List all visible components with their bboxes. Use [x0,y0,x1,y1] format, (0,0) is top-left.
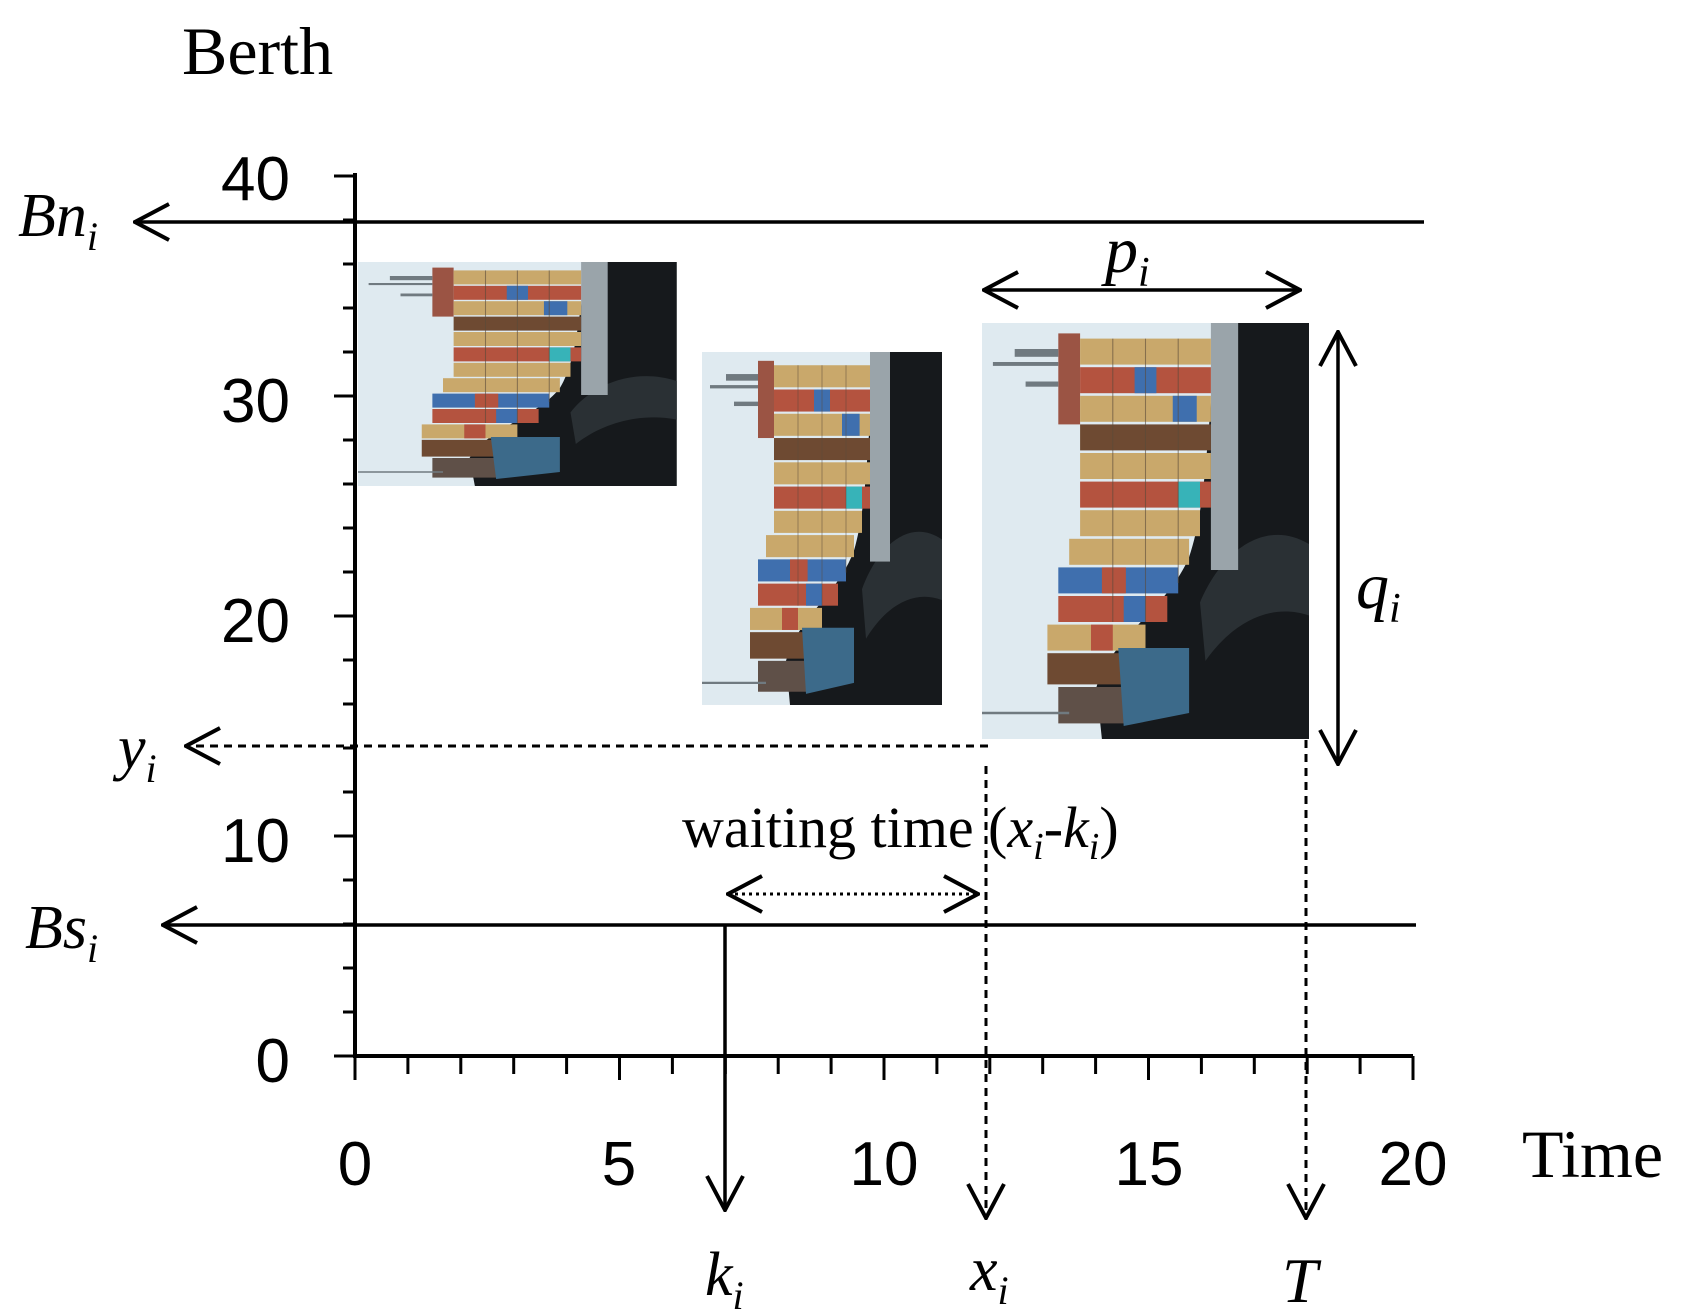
x-tick-label-0: 0 [338,1130,372,1199]
waiting-time-arrow: waiting time (xi-ki) [682,795,1119,894]
y-axis-ticks [334,174,355,1058]
p-label: pi [1101,214,1150,296]
ship-photo-3 [980,321,1311,741]
x-axis-title: Time [1522,1116,1663,1192]
y-axis-title: Berth [182,13,333,89]
bs-label: Bsi [25,894,98,971]
y-tick-label-20: 20 [221,587,290,656]
x-axis-ticks [353,1056,1415,1080]
bs-boundary: Bsi [25,894,1416,971]
x-marker: xi [969,766,1009,1313]
y-position-line: yi [112,714,988,791]
y-tick-labels: 0 10 20 30 40 [221,145,290,1096]
t-label: T [1282,1245,1322,1315]
y-tick-label-40: 40 [221,145,290,214]
y-tick-label-0: 0 [256,1027,290,1096]
q-dimension: qi [1338,332,1401,764]
t-marker: T [1282,740,1322,1315]
ship-photo-2 [700,350,944,707]
bn-label: Bni [18,182,98,259]
y-label: yi [112,714,157,791]
y-axis [334,173,357,1058]
waiting-time-label: waiting time (xi-ki) [682,795,1119,868]
x-tick-label-5: 5 [602,1130,636,1199]
k-marker: ki [705,925,744,1315]
q-label: qi [1356,550,1401,632]
y-tick-label-10: 10 [221,807,290,876]
ship-photo-1 [356,260,678,488]
x-axis [353,1054,1415,1080]
x-label: xi [969,1236,1009,1313]
x-tick-label-15: 15 [1115,1130,1184,1199]
y-tick-label-30: 30 [221,367,290,436]
x-tick-labels: 0 5 10 15 20 [338,1130,1448,1199]
x-tick-label-10: 10 [850,1130,919,1199]
bn-boundary: Bni [18,182,1424,259]
k-label: ki [705,1241,744,1315]
p-dimension: pi [984,214,1300,296]
x-tick-label-20: 20 [1379,1130,1448,1199]
